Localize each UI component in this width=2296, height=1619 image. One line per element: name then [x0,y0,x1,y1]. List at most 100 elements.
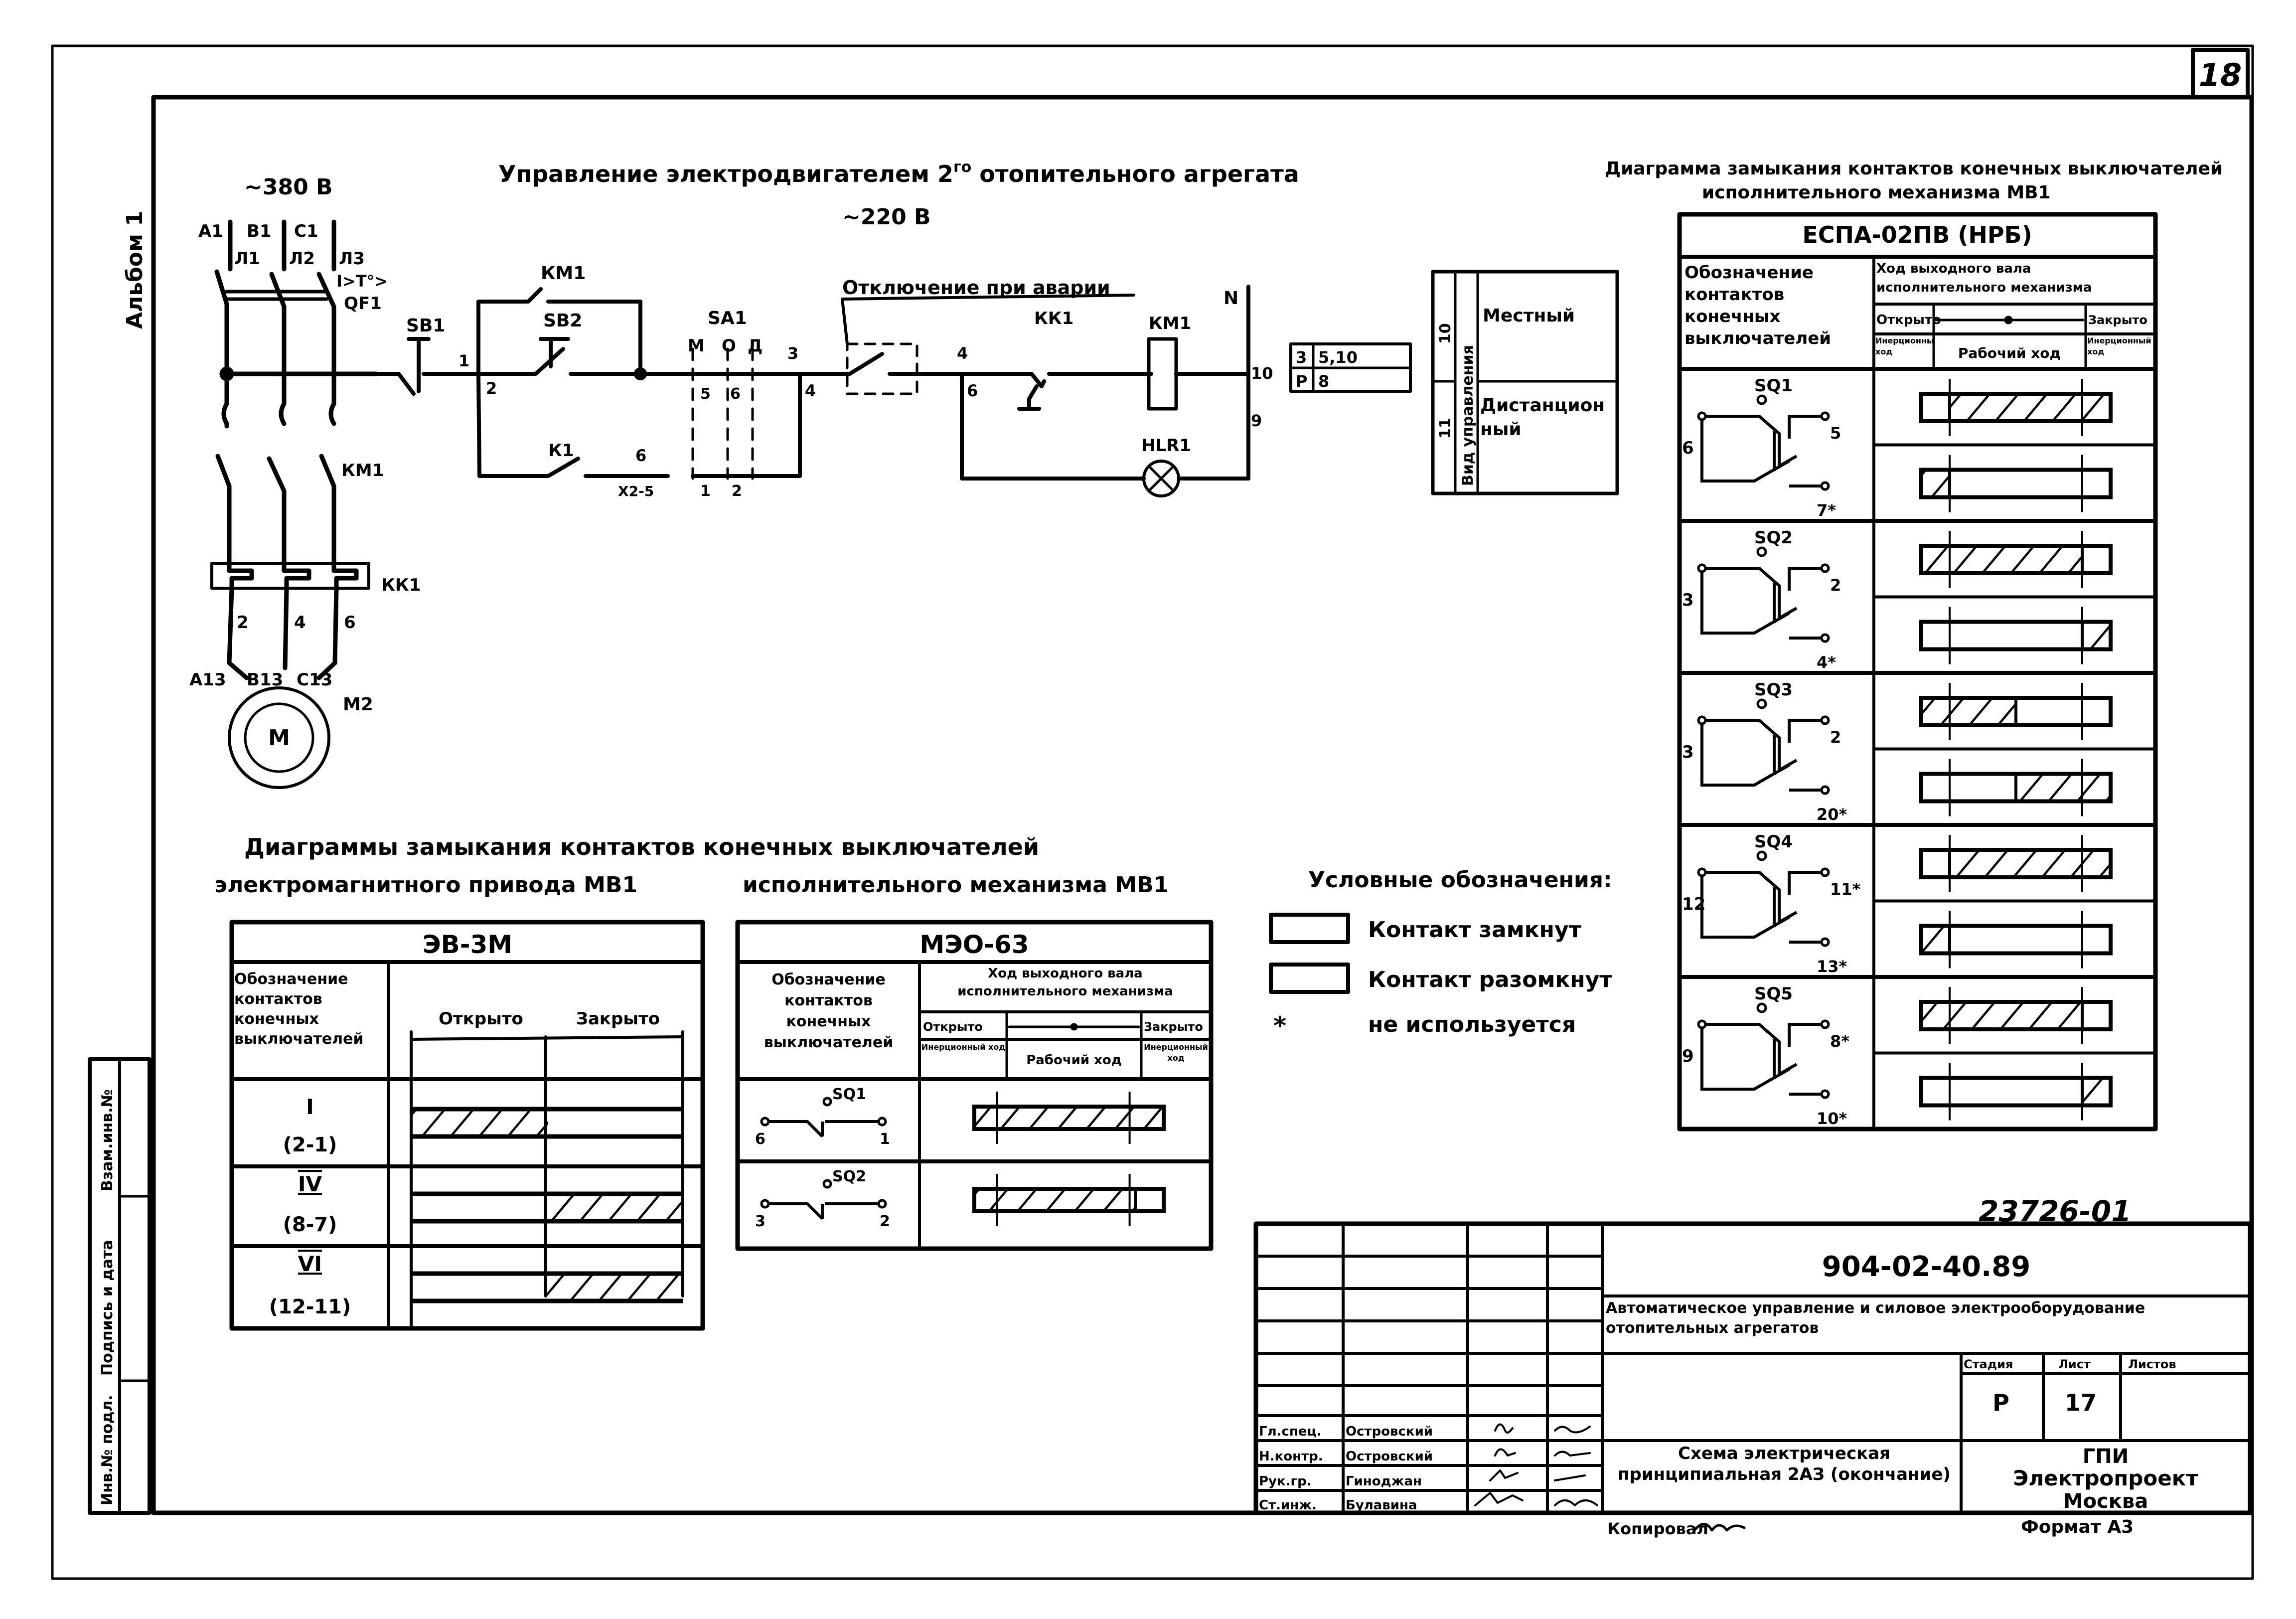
espa-contact-bar [1919,607,2113,664]
contact-closed-region [1920,924,1951,955]
espa-common-pin: 6 [1682,438,1694,458]
limit-switch-symbol-icon [1700,719,1822,792]
espa-contact-bar [1919,759,2113,816]
terminal-icon [1820,1019,1830,1029]
espa-working: Рабочий ход [1958,345,2061,361]
actuator-icon [1756,698,1767,709]
ev3m-closed-region [546,1274,683,1301]
voltage-220: ~220 В [842,204,931,230]
espa-common-pin: 12 [1682,894,1705,914]
mode-local: Местный [1483,306,1575,326]
signature-role: Рук.гр. [1259,1474,1312,1489]
meo63-pin: 6 [755,1131,765,1148]
contact-cell: 3 [1296,348,1307,367]
ev3m-closed-region [411,1109,548,1136]
espa-contact-bar [1919,455,2113,512]
sa1-pos-d: Д [748,336,763,356]
control-circuit [374,285,1250,497]
terminal-icon [1820,867,1830,877]
terminal-icon [877,1117,887,1127]
title-block-code: 904-02-40.89 [1822,1251,2030,1283]
terminal-icon [1820,785,1830,795]
meo63-pin: 3 [755,1213,765,1230]
terminal-icon [1697,563,1707,573]
ev3m-model: ЭВ-3М [423,930,512,959]
sb2-label: SB2 [543,311,582,331]
contact-closed-region [973,1105,1165,1131]
control-mode-table: 10 11 Вид управления Местный Дистанционн… [1431,270,1619,495]
contact-cell: 5,10 [1318,348,1358,367]
switch-symbol-icon [767,1202,880,1220]
signature-role: Гл.спец. [1259,1424,1322,1439]
ev3m-row-pins: (8-7) [283,1213,337,1236]
ev3m-row-pins: (12-11) [269,1295,351,1318]
espa-common-pin: 3 [1682,590,1694,610]
motor-terminal-a13: А13 [189,670,226,690]
motor-symbol: М [268,725,290,751]
legend-closed-label: Контакт замкнут [1368,917,1582,943]
espa-title-1: Диаграмма замыкания контактов конечных в… [1605,159,2223,179]
motor-terminal-c13: С13 [297,670,332,690]
kk1-label: КК1 [381,575,421,595]
espa-contact-pin: 5 [1830,424,1841,443]
terminal-icon [1820,411,1830,421]
terminal-icon [760,1199,770,1209]
meo63-model: МЭО-63 [919,930,1029,959]
terminal-2: 2 [237,613,249,633]
espa-title-2: исполнительного механизма МВ1 [1702,182,2051,203]
meo63-switch-name: SQ2 [832,1168,866,1185]
stamp-sign-label: Подпись и дата [99,1240,116,1376]
signature-name: Булавина [1346,1498,1417,1513]
espa-contact-bar [1919,835,2113,892]
contact-closed-region [1920,1000,2084,1031]
meo63-designation-header: Обозначение контактов конечных выключате… [764,971,894,1051]
inner-frame [151,95,2254,1515]
sa1-label: SA1 [708,308,747,328]
espa-contact-pin: 2 [1830,728,1841,747]
stamp-replace-label: Взам.инв.№ [99,1089,116,1191]
signature-rows: Гл.спец. Островский Н.контр. Островский … [1259,1424,1433,1513]
km1-power-label: КМ1 [341,461,384,481]
ev3m-closed-header: Закрыто [576,1009,660,1029]
hlr1-label: HLR1 [1141,436,1191,456]
contact-table: 3 5,10 Р 8 [1289,342,1412,393]
wire-10: 10 [1251,364,1273,383]
stage-value: Р [1992,1389,2009,1416]
espa-designation-header: Обозначение контактов конечных выключате… [1684,263,1832,348]
wire-4-left: 4 [805,381,816,400]
side-stamp: Инв.№ подл. Подпись и дата Взам.инв.№ [88,1057,152,1515]
voltage-380: ~380 В [244,174,333,200]
power-circuit [210,219,379,789]
espa-contact-pin: 4* [1817,653,1836,672]
terminal-icon [1820,481,1830,491]
ev3m-row-label: IV [298,1172,322,1196]
table-ev3m: ЭВ-3М Обозначение контактов конечных вык… [229,920,705,1331]
copied-by-label: Копировал [1607,1519,1708,1538]
espa-contact-pin: 20* [1817,805,1847,824]
terminal-icon [1820,1089,1830,1099]
title-block-sheet-title: Схема электрическая принципиальная 2АЗ (… [1618,1444,1951,1484]
signature-name: Островский [1346,1449,1433,1464]
sheets-label: Листов [2128,1357,2176,1371]
contact-cell: 8 [1318,372,1329,391]
meo63-pin: 2 [880,1213,890,1230]
sheet-value: 17 [2065,1389,2097,1416]
contact-closed-region [2014,772,2112,803]
meo63-travel-arrow [1008,1023,1140,1031]
mode-num-11: 11 [1437,418,1454,439]
espa-contact-pin: 7* [1817,501,1836,520]
wire-l1-label: Л1 [234,249,260,269]
emergency-label: Отключение при аварии [842,277,1110,299]
table-meo63: МЭО-63 Обозначение контактов конечных вы… [735,920,1214,1251]
terminal-icon [877,1199,887,1209]
actuator-icon [1756,546,1767,557]
mode-num-10: 10 [1437,323,1454,344]
title-block-project-title: Автоматическое управление и силовое элек… [1606,1299,2145,1337]
contact-bar-frame [1919,620,2113,651]
signature-name: Гиноджан [1346,1474,1422,1489]
espa-model: ЕСПА-02ПВ (НРБ) [1802,221,2032,248]
espa-inertia-right: Инерционный ход [2087,336,2151,356]
terminal-x2-5: Х2-5 [618,483,654,499]
actuator-icon [822,1097,832,1107]
